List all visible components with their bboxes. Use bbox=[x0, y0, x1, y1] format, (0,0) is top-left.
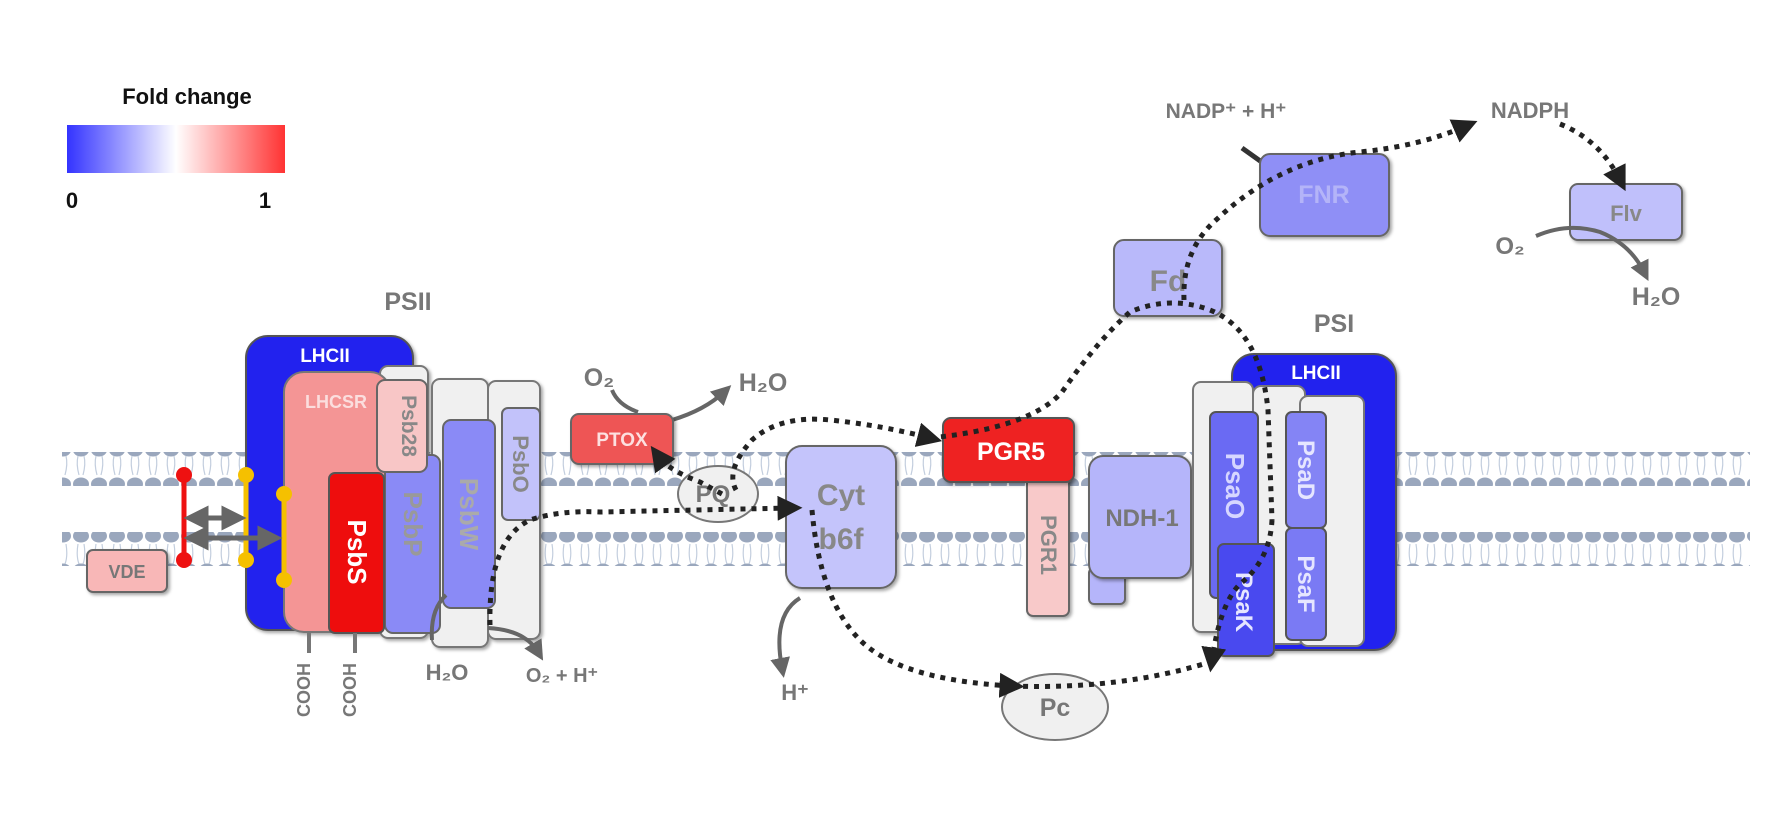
psi-label: PSI bbox=[1314, 310, 1354, 338]
o2-flv-label: O₂ bbox=[1495, 233, 1524, 260]
psao-label: PsaO bbox=[1220, 453, 1250, 520]
vde-label: VDE bbox=[108, 562, 145, 582]
lhcii-psii-label: LHCII bbox=[300, 346, 350, 367]
psii-label: PSII bbox=[384, 288, 431, 316]
h2o-ptox-label: H₂O bbox=[739, 369, 788, 397]
h2o-psii-label: H₂O bbox=[426, 660, 469, 685]
lhcsr-label: LHCSR bbox=[305, 392, 367, 412]
fnr-label: FNR bbox=[1298, 181, 1349, 209]
h2o-flv-label: H₂O bbox=[1632, 283, 1681, 311]
psb28-label: Psb28 bbox=[397, 395, 420, 457]
xanthophyll-cycle bbox=[176, 467, 292, 588]
psbw-label: PsbW bbox=[454, 478, 484, 551]
psbo-psii-label: PsbO bbox=[508, 435, 533, 492]
legend-color-bar bbox=[67, 125, 285, 173]
ndh1-label: NDH-1 bbox=[1105, 505, 1178, 532]
cooh-termini: COOH COOH bbox=[294, 633, 360, 717]
fd-box bbox=[1113, 239, 1223, 317]
pgr1-label: PGR1 bbox=[1036, 515, 1061, 575]
cooh-label-1: COOH bbox=[294, 663, 314, 717]
psi-complex bbox=[1192, 353, 1397, 657]
psad-label: PsaD bbox=[1292, 440, 1319, 500]
o2-ptox-label: O₂ bbox=[584, 364, 615, 392]
psbp-label: PsbP bbox=[398, 491, 428, 556]
fnr-box bbox=[1259, 153, 1390, 237]
fd-label: Fd bbox=[1150, 265, 1187, 298]
pc-ellipse bbox=[1001, 673, 1109, 741]
psaf-label: PsaF bbox=[1292, 555, 1319, 612]
o2-h-psii-label: O₂ + H⁺ bbox=[526, 665, 598, 687]
flv-box bbox=[1569, 183, 1683, 241]
flv-label: Flv bbox=[1610, 201, 1643, 226]
fold-change-legend: Fold change 0 1 bbox=[66, 84, 285, 213]
psak-box bbox=[1217, 543, 1275, 657]
psbw-box bbox=[442, 419, 496, 609]
ptox-box bbox=[570, 413, 674, 465]
cytb6f-box bbox=[785, 445, 897, 589]
psbo-psii-box bbox=[501, 407, 541, 521]
psbs-label: PsbS bbox=[342, 519, 372, 584]
psii-complex bbox=[245, 335, 541, 648]
cooh-label-2: COOH bbox=[340, 663, 360, 717]
legend-max-label: 1 bbox=[259, 188, 271, 213]
cytb6f-label-line2: b6f bbox=[819, 523, 865, 556]
cytb6f-label-line1: Cyt bbox=[817, 479, 865, 512]
legend-min-label: 0 bbox=[66, 188, 78, 213]
pgr5-label: PGR5 bbox=[977, 438, 1045, 466]
nadph-label: NADPH bbox=[1491, 98, 1569, 123]
psb28-box bbox=[376, 379, 428, 473]
pc-label: Pc bbox=[1040, 694, 1071, 722]
nadp-label: NADP⁺ + H⁺ bbox=[1166, 100, 1287, 123]
h-cyt-label: H⁺ bbox=[781, 680, 809, 705]
ptox-label: PTOX bbox=[596, 430, 648, 451]
legend-title: Fold change bbox=[122, 84, 252, 109]
ndh1-box bbox=[1088, 455, 1192, 579]
vde-box bbox=[86, 549, 168, 593]
psaf-box bbox=[1285, 527, 1327, 641]
electron-flow-paths bbox=[487, 119, 1626, 698]
lhcii-psi-label: LHCII bbox=[1291, 363, 1341, 384]
pgr5-box bbox=[942, 417, 1075, 483]
